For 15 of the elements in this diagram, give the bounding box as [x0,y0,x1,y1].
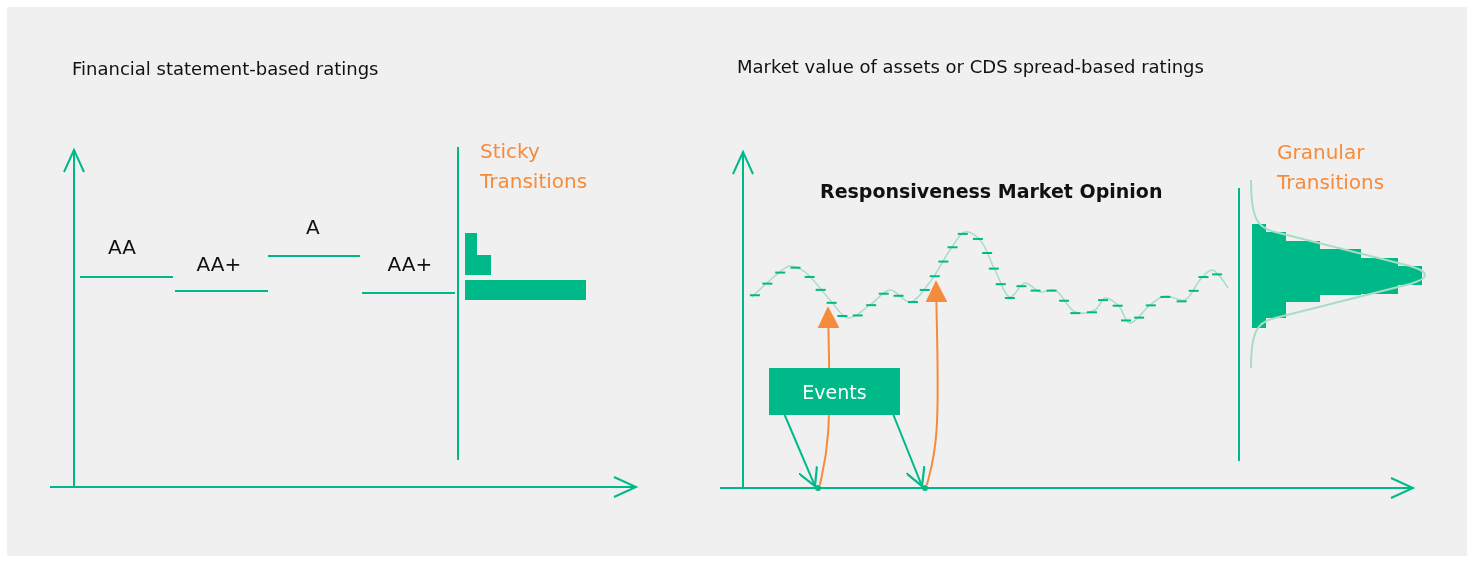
annotation-label: Granular Transitions [1277,139,1386,196]
event-box: Events [769,368,900,415]
panel-title: Financial statement-based ratings [72,58,379,80]
rating-label: Responsiveness Market Opinion [820,180,1163,203]
arrow [892,414,926,488]
rating-label: AA+ [387,252,433,276]
axis-point [815,485,821,491]
annotation-label: Sticky Transitions [480,138,589,195]
rating-label: A [306,215,320,239]
rating-label: AA+ [196,252,242,276]
arrow [783,414,819,488]
panel-title: Market value of assets or CDS spread-based ratings [737,56,1204,78]
rating-label: AA [108,235,136,259]
axis-point [922,485,928,491]
arrow [925,280,948,486]
